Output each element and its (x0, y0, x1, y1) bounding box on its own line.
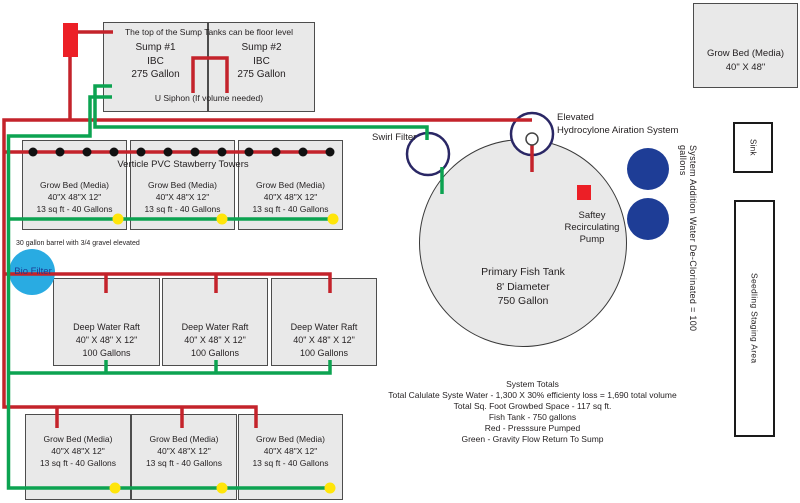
biofilter-label: Bio Filter (14, 266, 52, 277)
top-grow-bed-1: Grow Bed (Media) 40"X 48"X 12" 13 sq ft … (22, 140, 127, 230)
swirl-filter-label: Swirl Filter (372, 132, 417, 143)
sump-note: The top of the Sump Tanks can be floor l… (124, 27, 294, 37)
sump2-label: Sump #2 IBC 275 Gallon (237, 42, 286, 80)
water-addition-circle-2 (627, 198, 669, 240)
water-addition-label: System Addition Water De-Clorinated = 10… (678, 145, 698, 332)
strawberry-towers-label: Verticle PVC Stawberry Towers (117, 159, 249, 170)
sink-label: Sink (748, 139, 758, 156)
raft-1: Deep Water Raft 40" X 48" X 12" 100 Gall… (53, 278, 160, 366)
right-grow-bed: Grow Bed (Media) 40" X 48" (693, 3, 798, 88)
bottom-grow-bed-3: Grow Bed (Media) 40"X 48"X 12" 13 sq ft … (238, 414, 343, 500)
top-grow-bed-3: Grow Bed (Media) 40"X 48"X 12" 13 sq ft … (238, 140, 343, 230)
hydrocyclone-label: Elevated Hydrocylone Airation System (557, 112, 679, 136)
fish-tank-label: Primary Fish Tank 8' Diameter 750 Gallon (481, 266, 565, 307)
seedling-label: Seedling Staging Area (749, 273, 760, 364)
sump1-label: Sump #1 IBC 275 Gallon (131, 42, 180, 80)
raft-3: Deep Water Raft 40" X 48" X 12" 100 Gall… (271, 278, 377, 366)
system-totals: System Totals Total Calulate Syste Water… (388, 379, 677, 444)
u-siphon-label: U Siphon (If volume needed) (154, 93, 264, 103)
main-pump (63, 23, 78, 57)
top-grow-bed-2: Grow Bed (Media) 40"X 48"X 12" 13 sq ft … (130, 140, 235, 230)
bottom-grow-bed-1: Grow Bed (Media) 40"X 48"X 12" 13 sq ft … (25, 414, 131, 500)
barrel-note: 30 gallon barrel with 3/4 gravel elevate… (16, 240, 140, 247)
safety-pump-label: Saftey Recirculating Pump (564, 210, 620, 245)
seedling-staging-box: Seedling Staging Area (734, 200, 775, 437)
bottom-grow-bed-2: Grow Bed (Media) 40"X 48"X 12" 13 sq ft … (131, 414, 237, 500)
water-addition-circle-1 (627, 148, 669, 190)
sink-box: Sink (733, 122, 773, 173)
raft-2: Deep Water Raft 40" X 48" X 12" 100 Gall… (162, 278, 268, 366)
